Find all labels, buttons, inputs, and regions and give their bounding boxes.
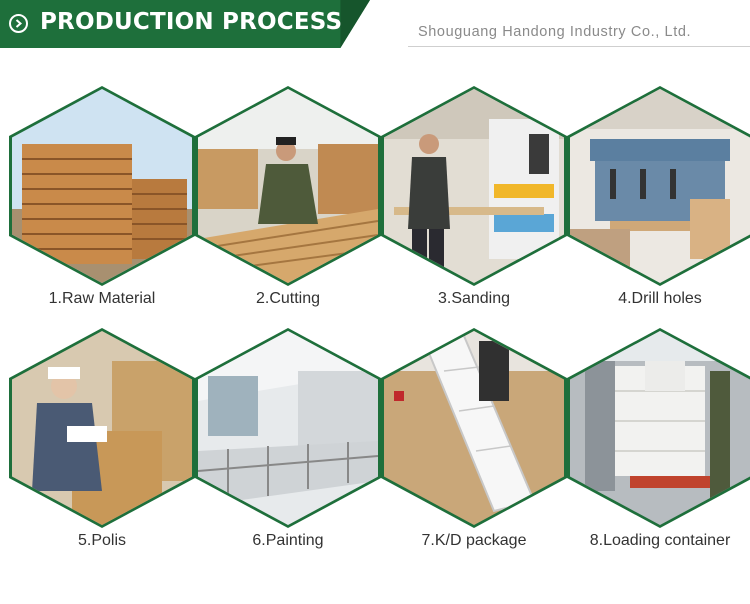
- step-label: 5.Polis: [77, 532, 127, 549]
- step-label: 2.Cutting: [255, 290, 321, 307]
- step-label: 8.Loading container: [589, 532, 731, 549]
- step-label: 7.K/D package: [421, 532, 527, 549]
- worker-polishing-photo: [12, 331, 192, 525]
- step-label: 6.Painting: [252, 532, 324, 549]
- step-cutting: 2.Cutting: [195, 86, 381, 316]
- step-raw-material: 1.Raw Material: [9, 86, 195, 316]
- step-polis: 5.Polis: [9, 328, 195, 558]
- step-label: 4.Drill holes: [618, 290, 702, 307]
- step-painting: 6.Painting: [195, 328, 381, 558]
- kd-package-photo: [384, 331, 564, 525]
- chevron-right-icon: [9, 14, 28, 33]
- step-label: 1.Raw Material: [48, 290, 156, 307]
- step-drill-holes: 4.Drill holes: [567, 86, 750, 316]
- step-loading-container: 8.Loading container: [567, 328, 750, 558]
- worker-cutting-photo: [198, 89, 378, 283]
- step-kd-package: 7.K/D package: [381, 328, 567, 558]
- title-banner: [0, 0, 370, 48]
- step-label: 3.Sanding: [437, 290, 511, 307]
- loading-container-photo: [570, 331, 750, 525]
- company-name: Shouguang Handong Industry Co., Ltd.: [418, 24, 692, 40]
- sanding-machine-photo: [384, 89, 564, 283]
- drilling-machine-photo: [570, 89, 750, 283]
- header: PRODUCTION PROCESS Shouguang Handong Ind…: [0, 0, 750, 50]
- lumber-stack-photo: [12, 89, 192, 283]
- header-divider: [408, 46, 750, 47]
- paint-workshop-photo: [198, 331, 378, 525]
- page-title: PRODUCTION PROCESS: [40, 9, 343, 35]
- step-sanding: 3.Sanding: [381, 86, 567, 316]
